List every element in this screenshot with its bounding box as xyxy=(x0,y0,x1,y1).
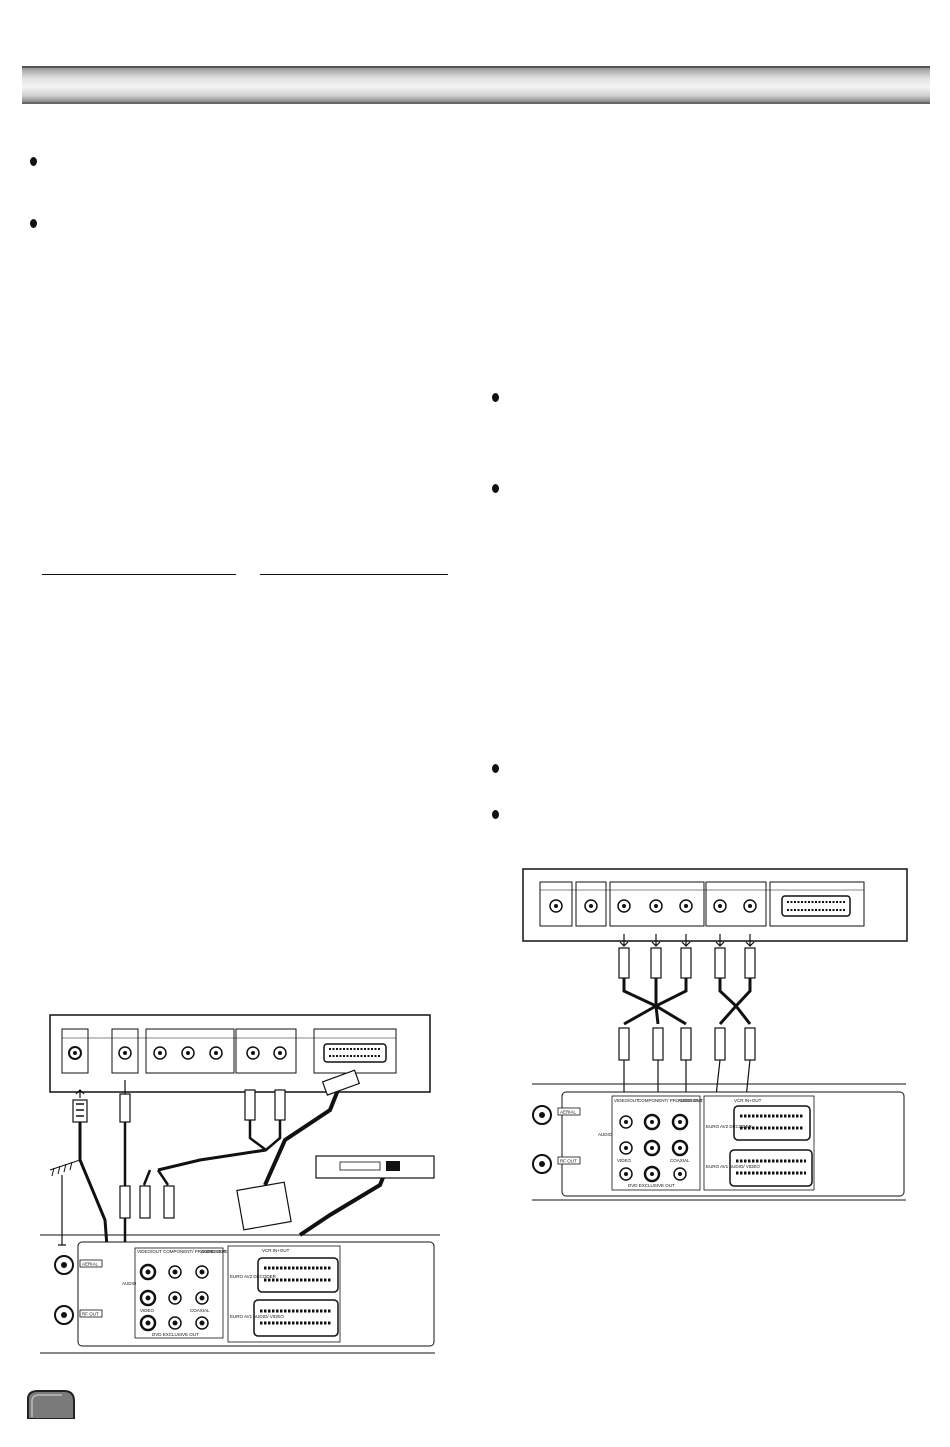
coaxial-label: COAXIAL xyxy=(190,1308,210,1313)
cables-left xyxy=(72,1069,392,1261)
euro-av2-label: EURO AV2 DECODER xyxy=(706,1124,753,1129)
external-device xyxy=(315,1155,435,1179)
bullet-dot xyxy=(492,810,499,819)
aerial-label: AERIAL xyxy=(82,1262,99,1267)
component-out-label: COMPONENT/ PROGRESSIVE SCAN VIDEO OUT xyxy=(638,1098,743,1103)
dvd-rear-panel: AERIAL RF OUT VIDEO/OUT COMPONENT/ PROGR… xyxy=(532,1091,905,1197)
audio-label: AUDIO xyxy=(598,1132,613,1137)
page-number-tab xyxy=(27,1390,75,1419)
rf-out-label: RF OUT xyxy=(560,1159,577,1164)
tv-rear-panel xyxy=(49,1014,431,1093)
rf-out-label: RF OUT xyxy=(82,1312,99,1317)
euro-av2-label: EURO AV2 DECODER xyxy=(230,1274,277,1279)
bullet-dot xyxy=(492,393,499,402)
component-out-label: COMPONENT/ PROGRESSIVE SCAN VIDEO OUT xyxy=(163,1249,268,1254)
cables-right xyxy=(618,934,756,1157)
section-rule-right xyxy=(260,574,448,575)
tv-rear-panel xyxy=(522,868,908,942)
audio-label: AUDIO xyxy=(122,1281,137,1286)
euro-av1-label: EURO AV1 AUDIO/ VIDEO xyxy=(230,1314,284,1319)
dvd-exclusive-out-label: DVD EXCLUSIVE OUT xyxy=(152,1332,199,1337)
video-out-label: VIDEO/OUT xyxy=(614,1098,639,1103)
aerial-antenna-icon xyxy=(49,1159,81,1246)
section-rule-left xyxy=(42,574,236,575)
section-header-bar xyxy=(22,66,930,104)
bullet-dot xyxy=(30,157,37,166)
video-label: VIDEO xyxy=(140,1308,155,1313)
vcr-in-out-label: VCR IN+OUT xyxy=(734,1098,762,1103)
audio-out-label: AUDIO OUT xyxy=(678,1098,703,1103)
dvd-exclusive-out-label: DVD EXCLUSIVE OUT xyxy=(628,1183,675,1188)
dvd-rear-panel: AERIAL RF OUT VIDEO/OUT COMPONENT/ PROGR… xyxy=(54,1241,435,1347)
bullet-dot xyxy=(30,219,37,228)
aerial-label: AERIAL xyxy=(560,1110,577,1115)
euro-av1-label: EURO AV1 AUDIO/ VIDEO xyxy=(706,1164,760,1169)
video-label: VIDEO xyxy=(617,1158,632,1163)
connection-diagram-left: AERIAL RF OUT VIDEO/OUT COMPONENT/ PROGR… xyxy=(40,1014,440,1354)
bullet-dot xyxy=(492,484,499,493)
vcr-in-out-label: VCR IN+OUT xyxy=(262,1248,290,1253)
audio-out-label: AUDIO OUT xyxy=(201,1249,226,1254)
bullet-dot xyxy=(492,764,499,773)
connection-diagram-right: AERIAL RF OUT VIDEO/OUT COMPONENT/ PROGR… xyxy=(522,868,908,1201)
video-out-label: VIDEO/OUT xyxy=(137,1249,162,1254)
coaxial-label: COAXIAL xyxy=(670,1158,690,1163)
